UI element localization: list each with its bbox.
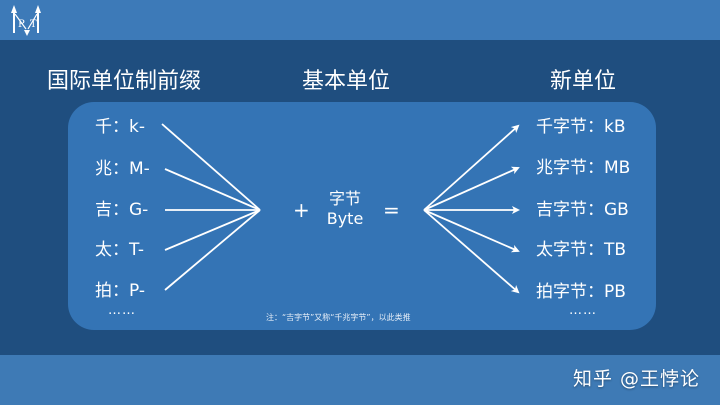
unit-ellipsis: …… [569, 303, 597, 318]
base-unit-byte: 字节 Byte [323, 189, 367, 229]
top-bar: P T [0, 0, 720, 40]
pt-logo-icon: P T [11, 5, 41, 36]
watermark: 知乎 @王悖论 [572, 368, 700, 390]
unit-gigabyte: 吉字节：GB [536, 200, 629, 220]
prefix-peta: 拍：P- [95, 281, 146, 301]
prefix-tera: 太：T- [95, 240, 144, 260]
svg-text:P: P [18, 19, 25, 30]
prefix-ellipsis: …… [108, 303, 136, 318]
bottom-bar [0, 355, 720, 405]
unit-arrows [423, 124, 520, 294]
prefix-kilo: 千：k- [95, 117, 145, 137]
diagram-panel [68, 102, 656, 330]
unit-kilobyte: 千字节：kB [536, 117, 626, 137]
unit-terabyte: 太字节：TB [536, 240, 627, 260]
base-unit-en: Byte [326, 209, 364, 228]
unit-petabyte: 拍字节：PB [536, 282, 626, 302]
prefix-giga: 吉：G- [95, 200, 149, 220]
heading-si-prefix: 国际单位制前缀 [47, 69, 202, 94]
heading-base-unit: 基本单位 [302, 69, 391, 94]
prefix-lines [161, 123, 261, 291]
equals-operator: = [383, 198, 400, 222]
prefix-mega: 兆：M- [95, 159, 150, 179]
base-unit-zh: 字节 [328, 189, 361, 208]
svg-text:T: T [30, 19, 37, 30]
unit-megabyte: 兆字节：MB [536, 158, 631, 178]
heading-new-unit: 新单位 [550, 69, 617, 94]
plus-operator: + [293, 198, 310, 222]
footnote: 注：“吉字节”又称“千兆字节”，以此类推 [266, 313, 411, 322]
